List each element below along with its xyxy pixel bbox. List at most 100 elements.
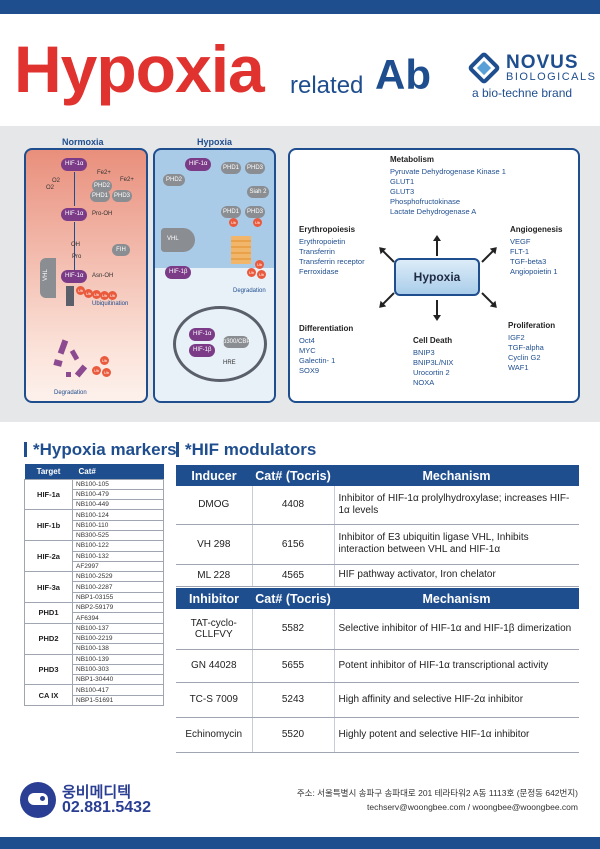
inducer-header-name: Inducer xyxy=(176,465,252,486)
hif1b-node: HIF-1β xyxy=(165,266,192,279)
arrow-down-icon xyxy=(433,300,441,321)
marker-target: HIF-1a xyxy=(24,478,73,511)
marker-cat: NB100-303 xyxy=(72,663,164,676)
markers-header-target: Target xyxy=(24,464,73,479)
hif1a-node: HIF-1α xyxy=(61,158,88,171)
inhibitor-cat: 5243 xyxy=(252,682,335,718)
inhibitor-header-mechanism: Mechanism xyxy=(334,588,579,609)
inhibitor-name: TC-S 7009 xyxy=(176,682,253,718)
marker-cat: AF6394 xyxy=(72,612,164,624)
inhibitor-name: TAT-cyclo-CLLFVY xyxy=(176,609,253,650)
pro-label: Pro xyxy=(72,254,82,260)
siah2-node: Siah 2 xyxy=(247,186,269,198)
markers-header-cat: Cat# xyxy=(72,464,164,479)
marker-cat: NB100-137 xyxy=(72,622,164,634)
phd3-node-2: PHD3 xyxy=(245,206,265,218)
marker-target: PHD3 xyxy=(24,653,73,686)
biotechne-tagline: a bio-techne brand xyxy=(472,86,573,100)
inhibitor-cat: 5520 xyxy=(252,717,335,753)
ub-icon: Ub xyxy=(100,356,109,365)
marker-cat: NB100-138 xyxy=(72,643,164,655)
hypoxia-core-node: Hypoxia xyxy=(394,258,480,296)
inhibitor-table: Inhibitor Cat# (Tocris) Mechanism TAT-cy… xyxy=(176,588,579,753)
marker-cat: NB100-479 xyxy=(72,488,164,501)
company-phone: 02.881.5432 xyxy=(62,799,151,816)
marker-cat: AF2997 xyxy=(72,560,164,573)
marker-cat: NBP1-03155 xyxy=(72,591,164,604)
inducer-name: DMOG xyxy=(176,486,253,525)
marker-target: PHD1 xyxy=(24,602,73,624)
hif1a-node: HIF-1α xyxy=(185,158,212,171)
phd1-node: PHD1 xyxy=(90,190,110,202)
normoxia-diagram: HIF-1α Fe2+ Fe2+ O2 O2 PHD2 PHD1 PHD3 HI… xyxy=(24,148,148,403)
page-title-related: related xyxy=(290,72,364,99)
vhl-label: VHL xyxy=(42,269,49,281)
inducer-header-cat: Cat# (Tocris) xyxy=(252,465,334,486)
hif1a-nuclear: HIF-1α xyxy=(189,328,216,341)
degradation-label: Degradation xyxy=(54,390,87,396)
fe2-label-2: Fe2+ xyxy=(120,177,134,183)
marker-cat: NB100-132 xyxy=(72,550,164,562)
ub-icon: Ub xyxy=(92,366,101,375)
phd2-node: PHD2 xyxy=(163,174,185,186)
marker-cat: NB100-124 xyxy=(72,509,164,521)
ub-icon: Ub xyxy=(92,290,101,299)
fragment xyxy=(66,372,71,377)
ub-icon: Ub xyxy=(108,291,117,300)
inhibitor-name: Echinomycin xyxy=(176,717,253,753)
marker-target: HIF-3a xyxy=(24,571,73,604)
inhibitor-name: GN 44028 xyxy=(176,649,253,683)
ub-icon: Ub xyxy=(76,286,85,295)
marker-cat: NB300-525 xyxy=(72,529,164,542)
bottom-bar xyxy=(0,837,600,849)
fragment xyxy=(74,364,88,378)
cell-death-group: Cell Death BNIP3 BNIP3L/NIX Urocortin 2 … xyxy=(413,336,454,387)
inducer-mechanism: Inhibitor of E3 ubiquitin ligase VHL, In… xyxy=(334,524,579,565)
ub-icon: Ub xyxy=(255,260,264,269)
p300-node: p300/CBP xyxy=(223,336,250,348)
modulators-section-title: *HIF modulators xyxy=(176,440,316,460)
hif1b-nuclear: HIF-1β xyxy=(189,344,216,357)
hif1a-node-2: HIF-1α xyxy=(61,208,88,221)
hif1a-node-3: HIF-1α xyxy=(61,270,88,283)
marker-cat: NB100-2219 xyxy=(72,632,164,645)
metabolism-title: Metabolism xyxy=(390,155,435,164)
top-bar xyxy=(0,0,600,14)
proliferation-group: Proliferation IGF2 TGF-alpha Cyclin G2 W… xyxy=(508,321,556,372)
company-address: 주소: 서울특별시 송파구 송파대로 201 테라타워2 A동 1113호 (문… xyxy=(296,788,578,798)
erythropoiesis-group: Erythropoiesis Erythropoietin Transferri… xyxy=(299,225,365,276)
inhibitor-header-name: Inhibitor xyxy=(176,588,252,609)
normoxia-label: Normoxia xyxy=(62,137,104,147)
inducer-mechanism: HIF pathway activator, Iron chelator xyxy=(334,564,579,587)
novus-mark-icon xyxy=(467,51,501,85)
phd2-node: PHD2 xyxy=(92,180,112,192)
marker-cat: NB100-2287 xyxy=(72,581,164,593)
inducer-header-mechanism: Mechanism xyxy=(334,465,579,486)
marker-cat: NB100-139 xyxy=(72,653,164,665)
woongbee-logo-icon xyxy=(20,782,56,818)
inhibitor-cat: 5655 xyxy=(252,649,335,683)
phd3-node: PHD3 xyxy=(245,162,265,174)
marker-cat: NBP1-30440 xyxy=(72,674,164,686)
novus-logo-sub: BIOLOGICALS xyxy=(506,71,597,83)
hypoxia-diagram: HIF-1α PHD2 PHD1 PHD3 Siah 2 PHD1 PHD3 U… xyxy=(153,148,276,403)
fe2-label: Fe2+ xyxy=(97,170,111,176)
ub-icon: Ub xyxy=(247,268,256,277)
hre-label: HRE xyxy=(223,360,236,366)
ub-icon: Ub xyxy=(100,291,109,300)
inducer-name: VH 298 xyxy=(176,524,253,565)
metabolism-group: Metabolism Pyruvate Dehydrogenase Kinase… xyxy=(390,155,506,216)
